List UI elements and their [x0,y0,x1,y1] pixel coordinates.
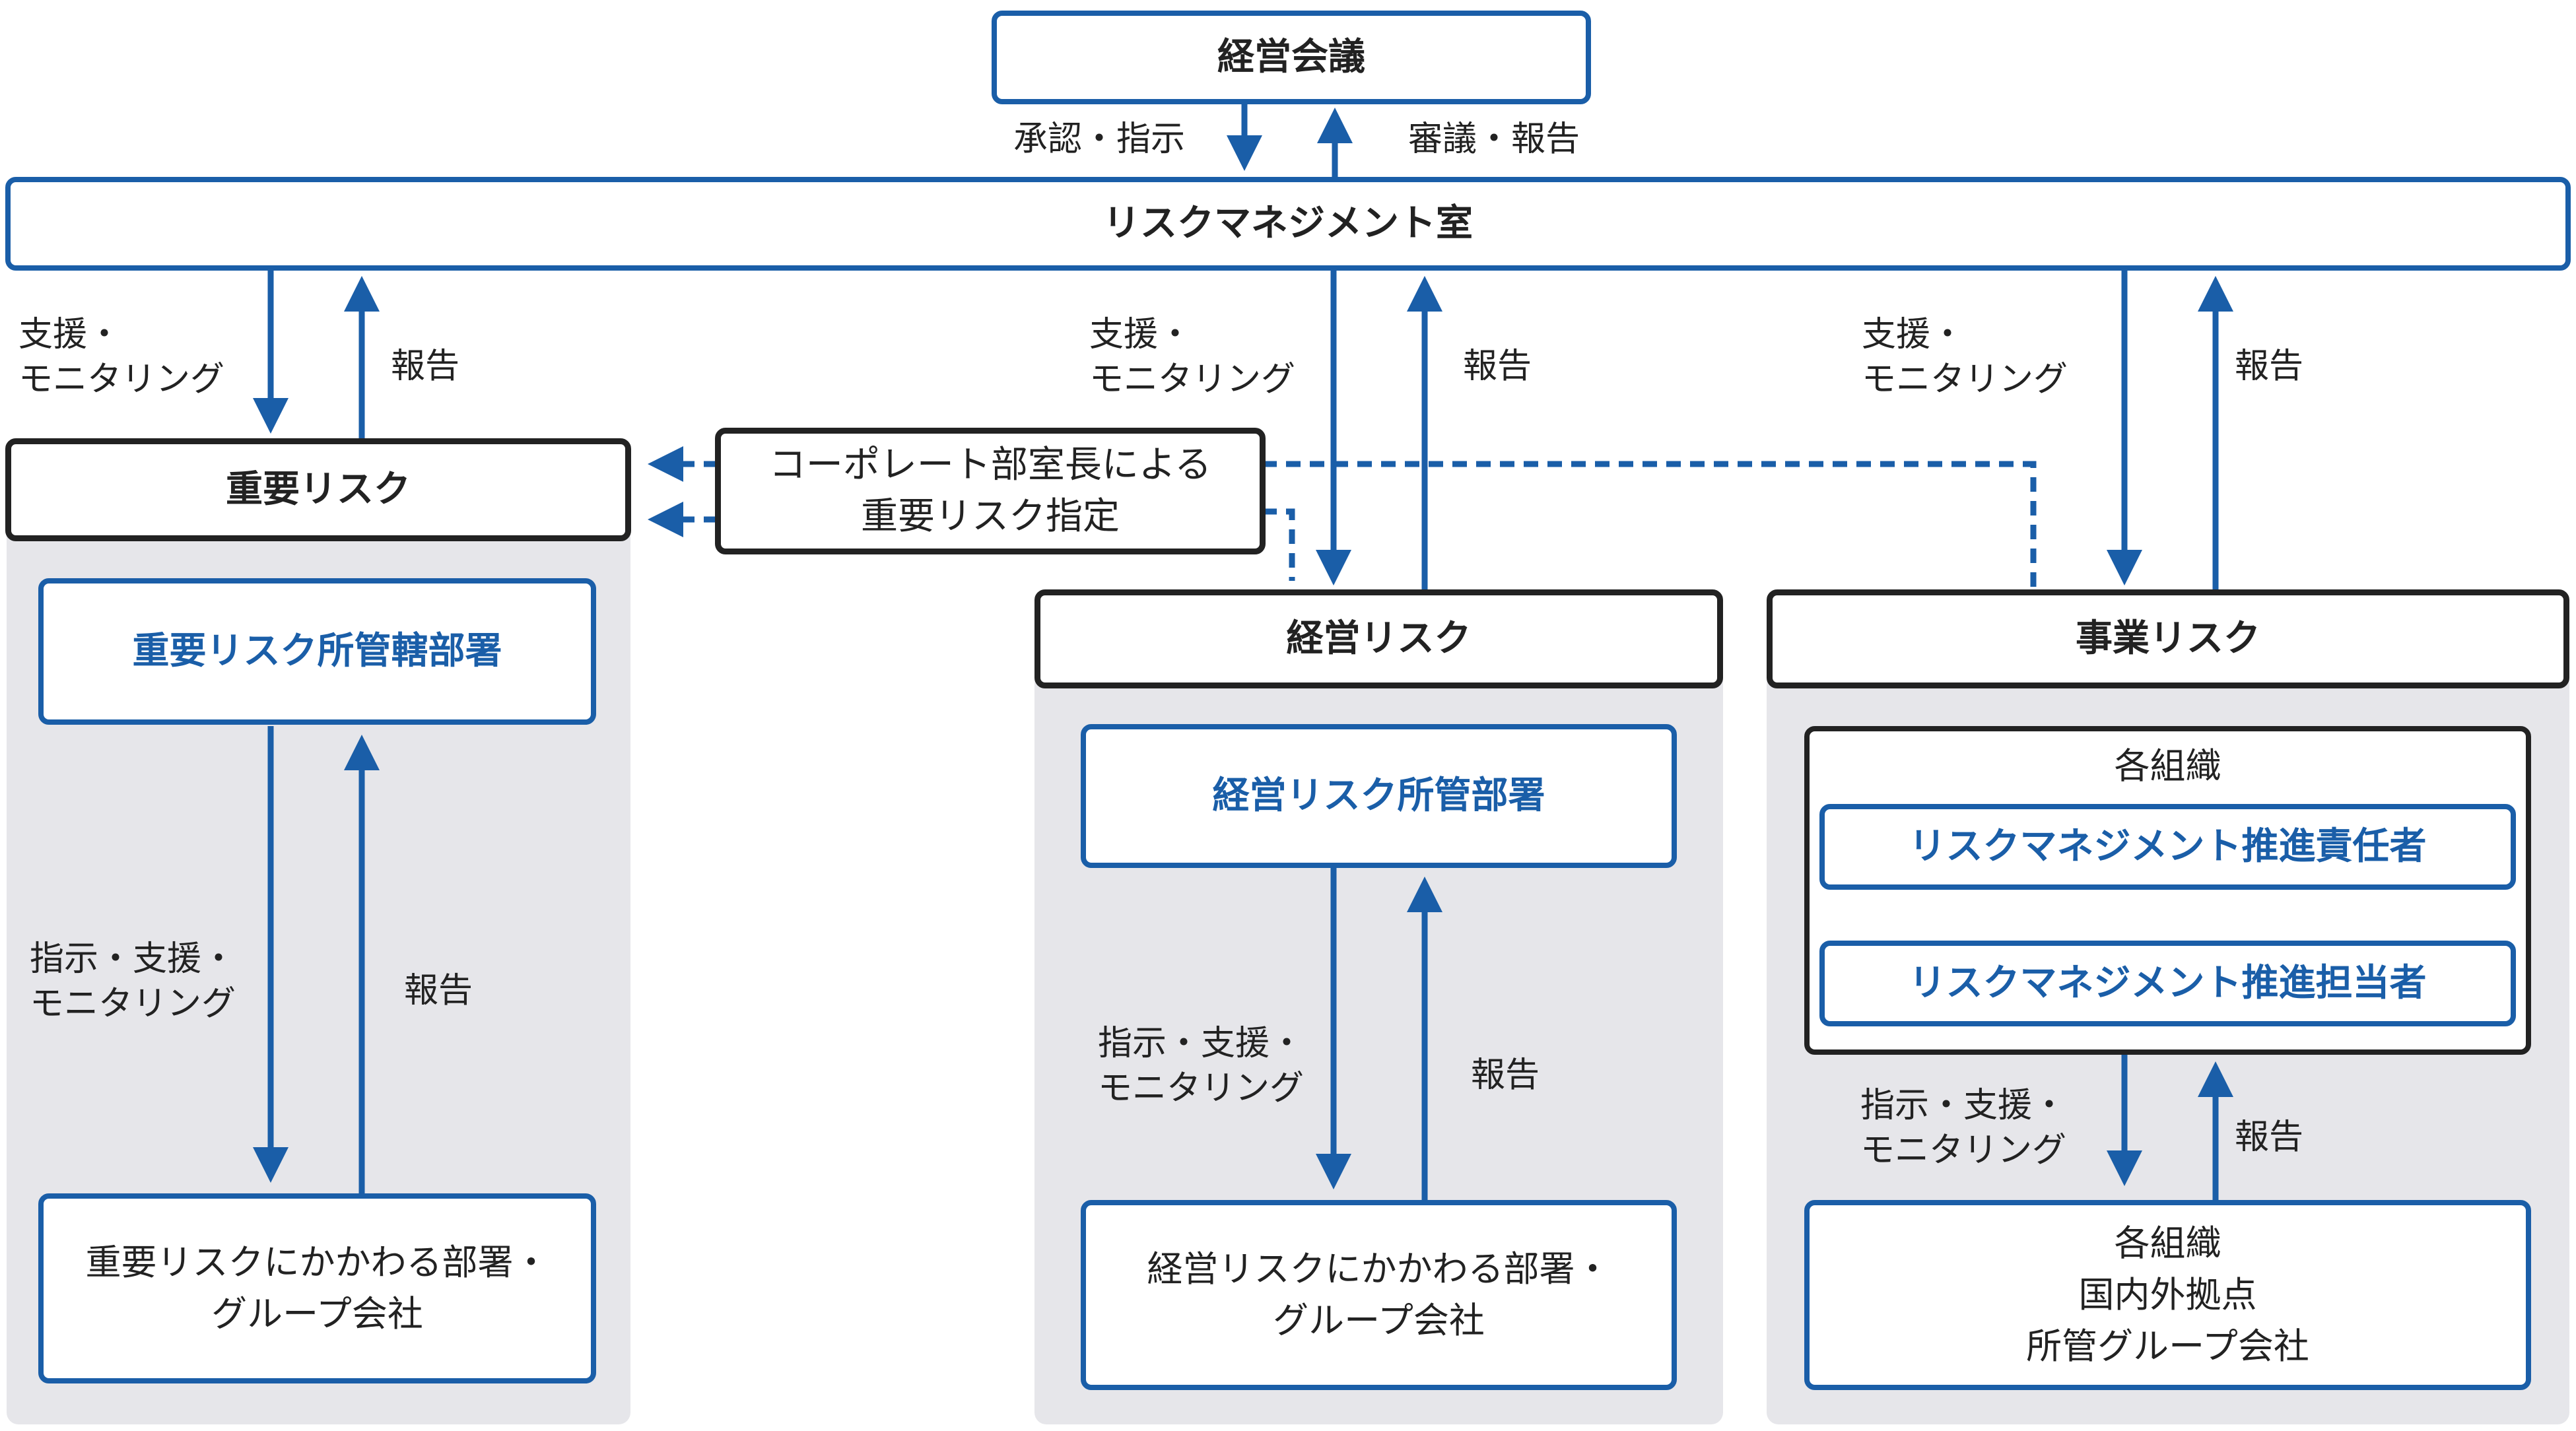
business-bottom-line3: 所管グループ会社 [2026,1325,2309,1368]
report-label-management-dept: 報告 [1471,1055,1540,1095]
report-label-mid: 報告 [1463,347,1532,386]
business-org-label: 各組織 [2114,745,2221,787]
business-risk-header: 事業リスク [1767,589,2569,688]
promoter-lead-box: リスクマネジメント推進責任者 [1819,804,2516,890]
business-bottom-line2: 国内外拠点 [2078,1273,2257,1315]
management-risk-header: 経営リスク [1034,589,1723,688]
approve-instruct-label: 承認・指示 [1013,119,1186,159]
dashed-to-management [1262,508,1295,581]
promoter-staff-box: リスクマネジメント推進担当者 [1819,941,2516,1026]
business-bottom-box: 各組織 国内外拠点 所管グループ会社 [1804,1200,2531,1390]
report-label-business-org: 報告 [2235,1117,2304,1157]
management-risk-dept-box: 経営リスク所管部署 [1081,724,1677,868]
report-label-important-dept: 報告 [404,971,473,1011]
management-related-line1: 経営リスクにかかわる部署・ [1147,1248,1611,1290]
management-board-box: 経営会議 [992,11,1591,104]
support-monitoring-label-right: 支援・ モニタリング [1862,315,2068,399]
support-monitoring-label-left: 支援・ モニタリング [18,315,225,399]
dashed-to-business [1262,461,2037,587]
instruct-support-label-left: 指示・支援・ モニタリング [30,939,236,1024]
report-label-right: 報告 [2235,347,2304,386]
important-related-line1: 重要リスクにかかわる部署・ [85,1241,549,1283]
management-board-label: 経営会議 [1217,35,1365,79]
management-risk-dept-label: 経営リスク所管部署 [1212,774,1545,817]
important-risk-dept-box: 重要リスク所管轄部署 [38,578,596,725]
important-risk-dept-label: 重要リスク所管轄部署 [132,629,502,673]
designation-box: コーポレート部室長による 重要リスク指定 [715,428,1266,554]
report-label-left: 報告 [391,347,460,386]
business-risk-title: 事業リスク [2076,616,2260,660]
designation-line2: 重要リスク指定 [861,495,1120,538]
support-monitoring-label-mid: 支援・ モニタリング [1089,315,1296,399]
important-related-line2: グループ会社 [211,1293,423,1335]
important-risk-title: 重要リスク [226,467,411,511]
instruct-support-label-mid: 指示・支援・ モニタリング [1098,1024,1305,1108]
rm-office-box: リスクマネジメント室 [5,177,2571,271]
rm-office-label: リスクマネジメント室 [1103,201,1473,245]
important-related-box: 重要リスクにかかわる部署・ グループ会社 [38,1193,596,1383]
promoter-lead-label: リスクマネジメント推進責任者 [1909,824,2427,868]
management-risk-title: 経営リスク [1286,616,1472,660]
management-related-line2: グループ会社 [1273,1300,1485,1341]
promoter-staff-label: リスクマネジメント推進担当者 [1909,961,2427,1005]
instruct-support-label-right: 指示・支援・ モニタリング [1860,1086,2067,1170]
designation-line1: コーポレート部室長による [768,443,1212,486]
important-risk-header: 重要リスク [5,438,631,541]
management-related-box: 経営リスクにかかわる部署・ グループ会社 [1081,1200,1677,1390]
deliberate-report-label: 審議・報告 [1408,119,1580,159]
business-bottom-line1: 各組織 [2114,1222,2221,1264]
